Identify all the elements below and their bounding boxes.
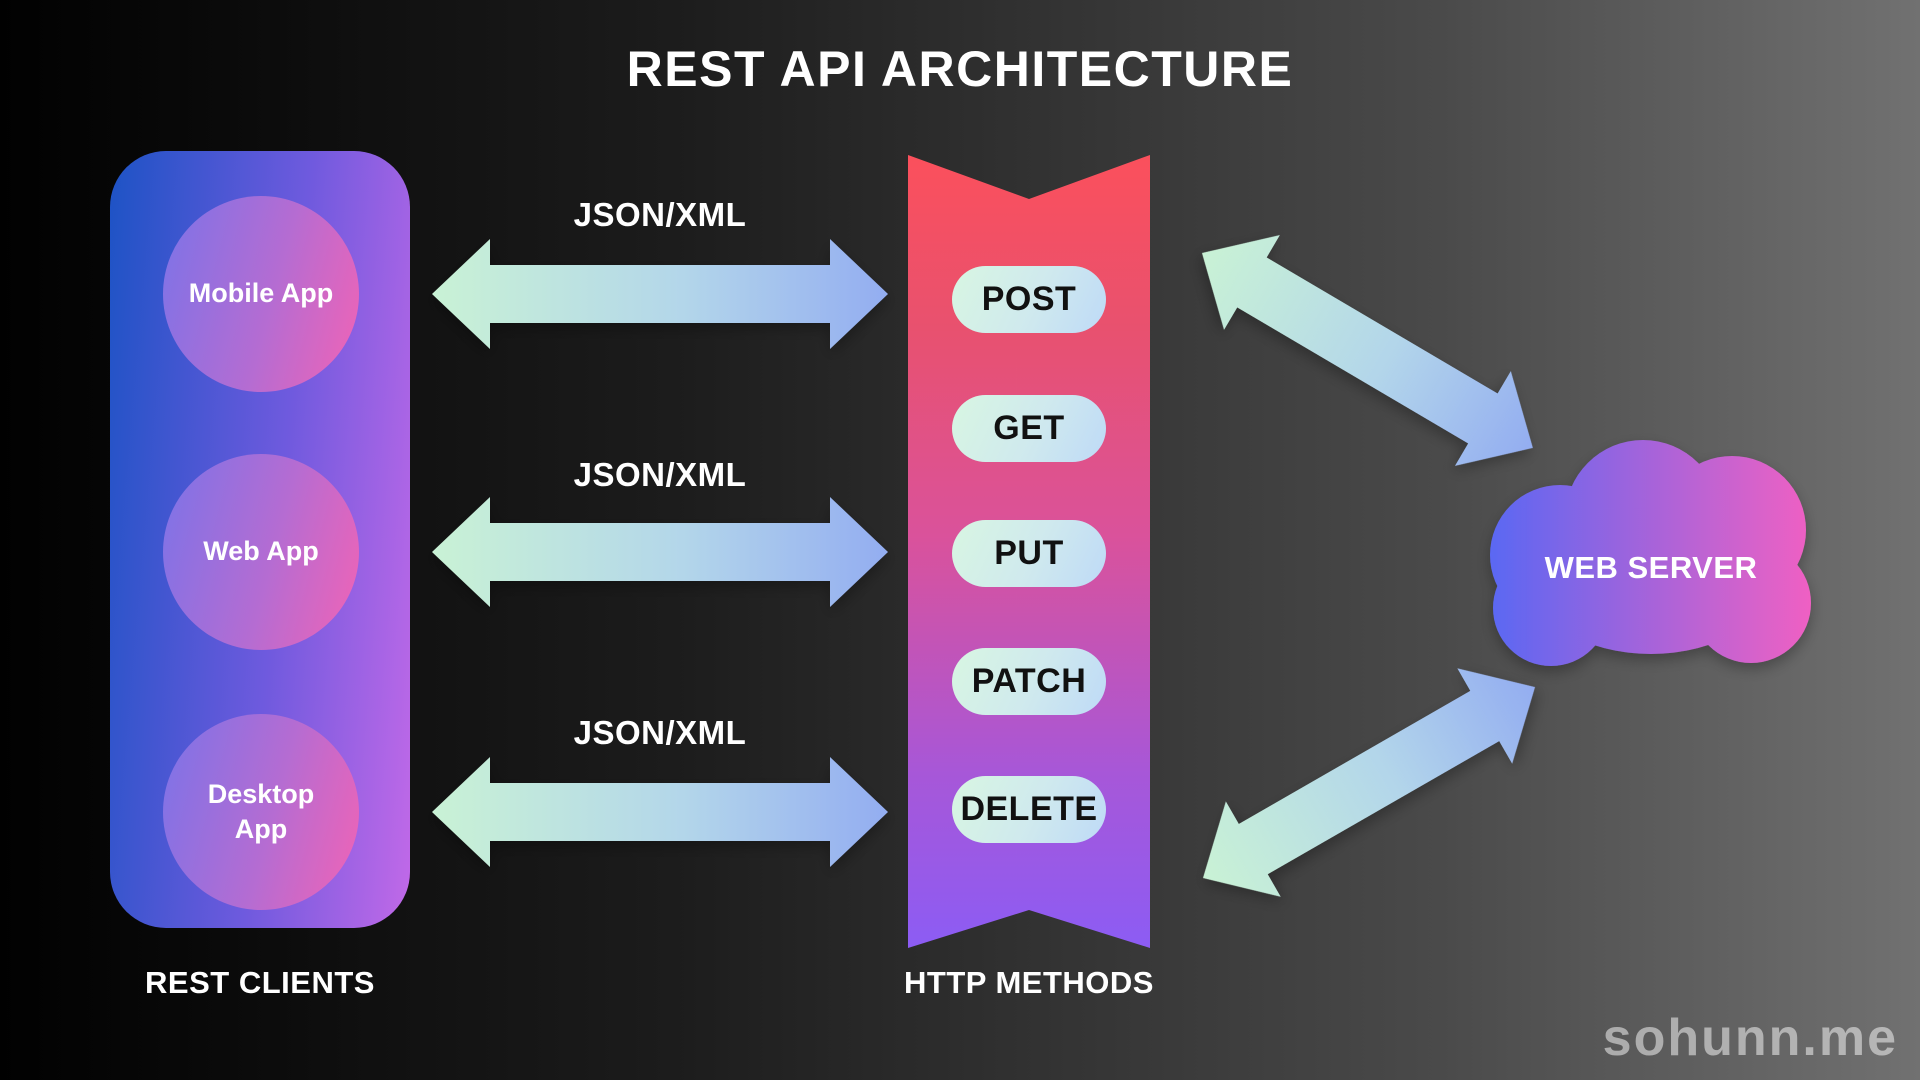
method-patch: PATCH <box>952 648 1106 715</box>
watermark: sohunn.me <box>1602 1009 1898 1067</box>
client-web-app-label: Web App <box>203 536 319 567</box>
client-mobile-app-label: Mobile App <box>188 278 334 309</box>
method-delete: DELETE <box>952 776 1106 843</box>
web-server-cloud <box>1490 440 1811 666</box>
http-methods-caption: HTTP METHODS <box>904 965 1154 1000</box>
client-mobile-app: Mobile App <box>163 196 359 392</box>
method-get: GET <box>952 395 1106 462</box>
connection-label-desktop: JSON/XML <box>573 714 747 751</box>
arrow-methods-server-bottom <box>1203 668 1536 897</box>
connection-label-web: JSON/XML <box>573 456 747 493</box>
client-web-app: Web App <box>163 454 359 650</box>
http-methods-ribbon: POST GET PUT PATCH DELETE <box>908 155 1150 948</box>
arrow-desktop-methods <box>432 757 888 867</box>
rest-clients-caption: REST CLIENTS <box>145 965 375 1000</box>
arrow-methods-server-top <box>1202 235 1533 466</box>
connection-label-mobile: JSON/XML <box>573 196 747 233</box>
web-server-label: WEB SERVER <box>1544 550 1758 585</box>
client-desktop-app: Desktop App <box>163 714 359 910</box>
rest-clients-panel: Mobile App Web App Desktop App <box>110 151 410 928</box>
method-post: POST <box>952 266 1106 333</box>
page-title: REST API ARCHITECTURE <box>626 41 1294 97</box>
client-desktop-app-label: Desktop App <box>207 778 315 844</box>
arrow-mobile-methods <box>432 239 888 349</box>
arrow-web-methods <box>432 497 888 607</box>
method-put: PUT <box>952 520 1106 587</box>
